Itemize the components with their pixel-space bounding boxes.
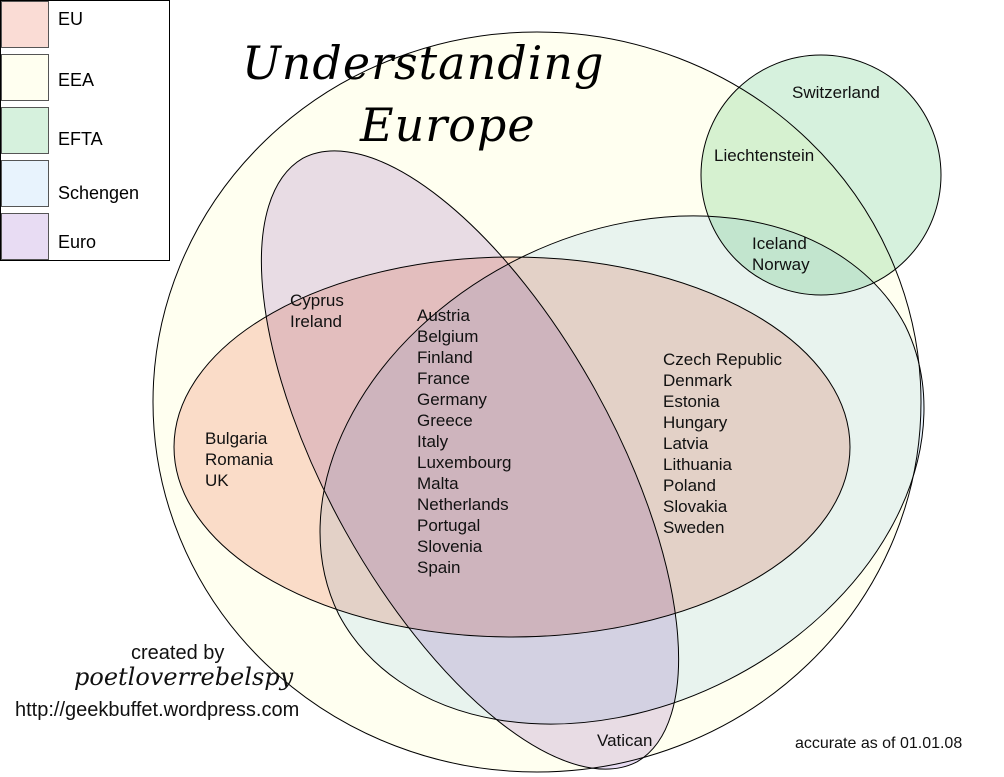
legend-swatch <box>1 107 49 154</box>
legend-swatch <box>1 1 49 48</box>
legend-item-schengen: Schengen <box>1 160 169 208</box>
group-eu-euro-only: Cyprus Ireland <box>290 291 344 331</box>
group-euro-schengen-only: Vatican <box>597 731 653 750</box>
title-line-2: Europe <box>360 98 536 152</box>
group-eu-schengen: Czech Republic Denmark Estonia Hungary L… <box>663 350 783 537</box>
euro-ellipse <box>260 150 680 770</box>
credits-url[interactable]: http://geekbuffet.wordpress.com <box>15 699 300 721</box>
legend-label: EEA <box>58 70 95 90</box>
group-efta-only: Switzerland <box>792 83 880 102</box>
legend-swatch <box>1 160 49 207</box>
efta-circle <box>700 54 942 296</box>
group-eu-euro-schengen: Austria Belgium Finland France Germany G… <box>417 306 512 577</box>
legend-swatch <box>1 54 49 101</box>
group-eu-only: Bulgaria Romania UK <box>205 429 274 490</box>
legend-swatch <box>1 213 49 260</box>
legend-item-eu: EU <box>1 1 169 49</box>
legend: EU EEA EFTA Schengen Euro <box>0 0 170 261</box>
legend-item-euro: Euro <box>1 213 169 261</box>
legend-label: EU <box>58 9 84 29</box>
legend-label: Euro <box>58 232 97 252</box>
credits-created-by: created by <box>131 642 225 664</box>
group-efta-schengen: Liechtenstein <box>714 146 815 165</box>
legend-label: EFTA <box>58 129 103 149</box>
title-line-1: Understanding <box>242 36 605 90</box>
group-efta-eea-schengen: Iceland Norway <box>752 234 810 274</box>
accuracy-note: accurate as of 01.01.08 <box>795 735 963 752</box>
credits-author: poetloverrebelspy <box>74 663 294 691</box>
legend-item-eea: EEA <box>1 54 169 102</box>
legend-item-efta: EFTA <box>1 107 169 155</box>
legend-label: Schengen <box>58 183 140 203</box>
